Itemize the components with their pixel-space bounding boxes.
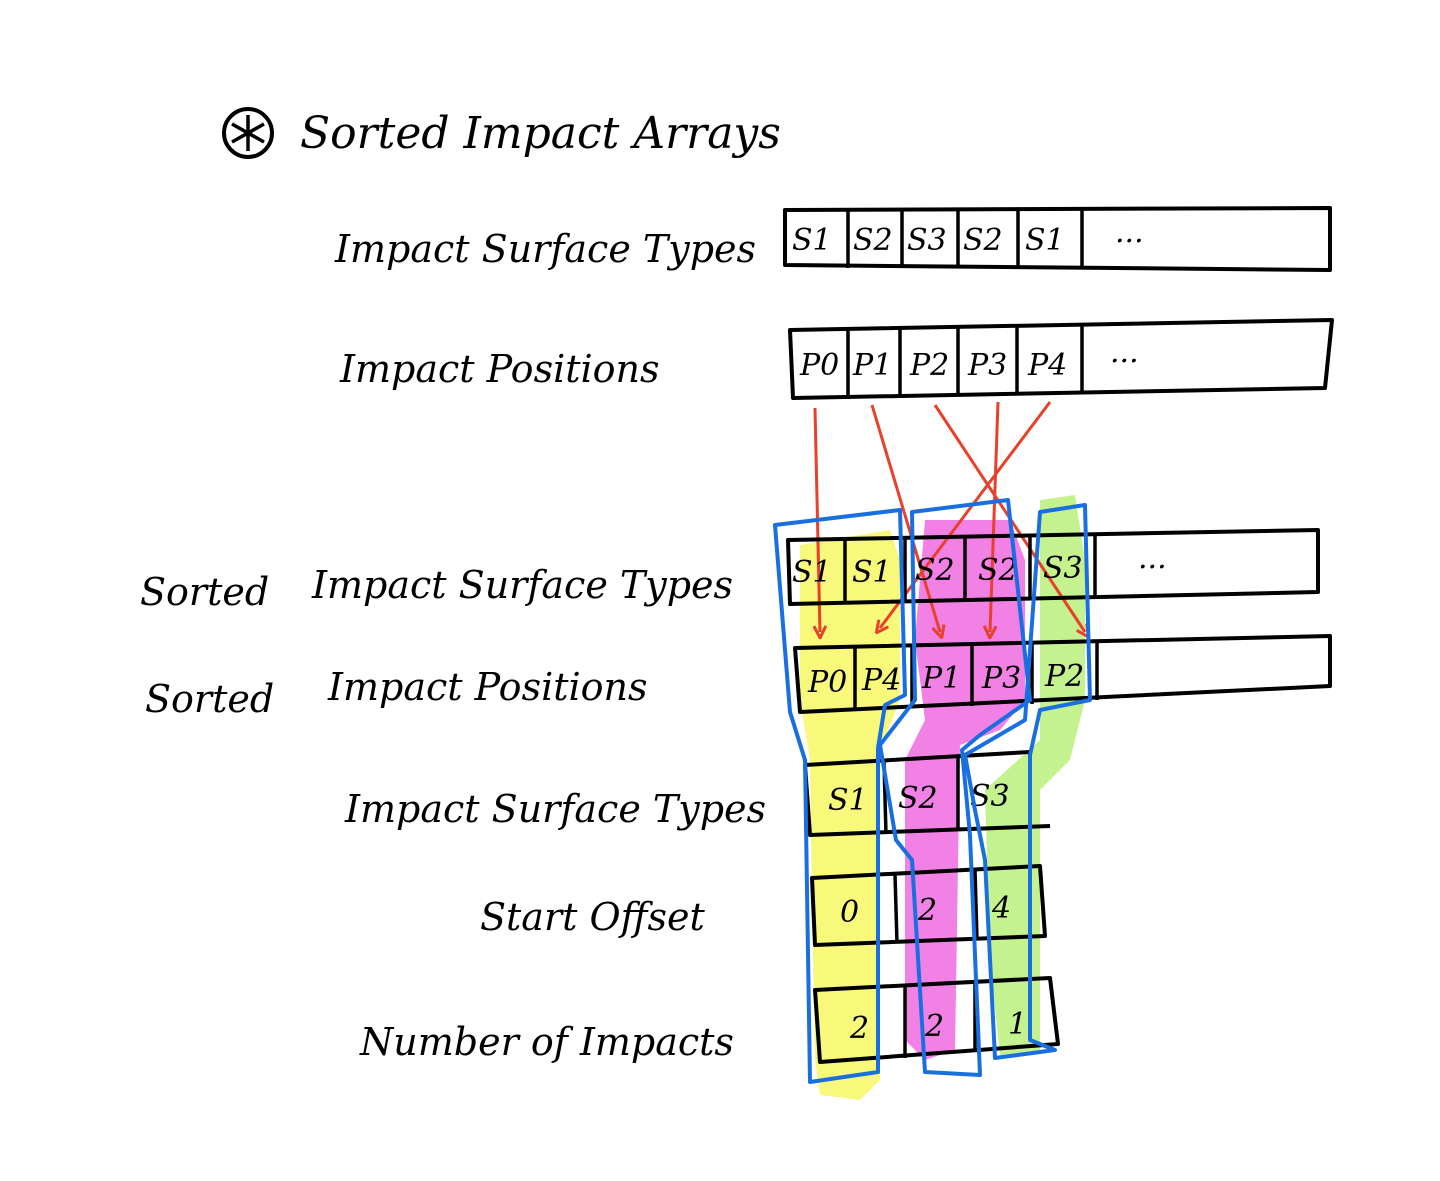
label-impact-surface-types: Impact Surface Types <box>334 227 756 271</box>
array-sorted-impact-surface-types: S1 S1 S2 S2 S3 ... <box>786 528 1320 606</box>
s2-group-outline <box>878 498 1032 1077</box>
noi-cell-1: 2 <box>924 1009 944 1044</box>
ist-cell-1: S2 <box>853 223 893 258</box>
s1-yellow-highlight <box>800 530 900 1100</box>
sist-cell-1: S1 <box>852 555 892 590</box>
sist-cell-0: S1 <box>792 555 832 590</box>
ip-cell-1: P1 <box>852 348 892 383</box>
ist-cell-2: S3 <box>907 223 947 258</box>
noi-cell-0: 2 <box>849 1011 869 1046</box>
highlight-group-s3 <box>985 495 1085 1055</box>
ist-cell-0: S1 <box>792 223 832 258</box>
label-impact-positions: Impact Positions <box>339 347 660 391</box>
label-sorted-impact-surface-types: Impact Surface Types <box>311 563 733 607</box>
group-outlines <box>773 498 1092 1084</box>
label-start-offset: Start Offset <box>480 895 706 939</box>
ist-cell-4: S1 <box>1025 223 1065 258</box>
s2-magenta-highlight <box>905 520 1025 1060</box>
array-impact-surface-types: S1 S2 S3 S2 S1 ... <box>783 206 1332 272</box>
so-cell-0: 0 <box>840 895 859 930</box>
sip-cell-1: P4 <box>861 663 901 698</box>
so-cell-2: 4 <box>991 891 1011 926</box>
sist-cell-3: S2 <box>978 553 1018 588</box>
ip-cell-2: P2 <box>909 348 949 383</box>
asterisk-circle-icon <box>222 107 274 159</box>
arrow-p1 <box>870 404 940 632</box>
ip-cell-3: P3 <box>967 348 1007 383</box>
array-impact-positions: P0 P1 P2 P3 P4 ... <box>788 318 1334 400</box>
sip-cell-3: P3 <box>981 661 1021 696</box>
ist-cell-ellipsis: ... <box>1115 215 1144 250</box>
sist-cell-ellipsis: ... <box>1138 541 1167 576</box>
array-number-of-impacts: 2 2 1 <box>813 976 1060 1064</box>
array-start-offset: 0 2 4 <box>810 864 1047 947</box>
s1-group-outline <box>773 508 907 1084</box>
label-group-impact-surface-types: Impact Surface Types <box>344 787 766 831</box>
page-title: Sorted Impact Arrays <box>300 108 781 159</box>
title-row: Sorted Impact Arrays <box>222 107 781 159</box>
gst-cell-0: S1 <box>828 783 868 818</box>
ip-cell-0: P0 <box>799 348 839 383</box>
asterisk-icon <box>231 115 265 151</box>
arrow-p3 <box>990 401 1000 632</box>
noi-cell-2: 1 <box>1008 1007 1027 1042</box>
array-sorted-impact-positions: P0 P4 P1 P3 P2 <box>793 634 1332 714</box>
sist-cell-2: S2 <box>915 553 955 588</box>
ip-cell-4: P4 <box>1027 348 1067 383</box>
label-sorted-impact-positions: Impact Positions <box>327 665 648 709</box>
highlight-group-s1 <box>800 530 900 1100</box>
highlight-group-s2 <box>905 520 1025 1060</box>
arrow-p4 <box>880 401 1052 628</box>
sip-cell-4: P2 <box>1044 659 1084 694</box>
ip-cell-ellipsis: ... <box>1110 335 1139 370</box>
ist-cell-3: S2 <box>963 223 1003 258</box>
s3-group-outline <box>963 503 1092 1060</box>
sip-cell-0: P0 <box>807 665 847 700</box>
label-sorted-2: Sorted <box>145 677 274 721</box>
s3-green-highlight <box>985 495 1085 1055</box>
label-sorted-1: Sorted <box>140 570 269 614</box>
sist-cell-4: S3 <box>1043 551 1083 586</box>
so-cell-1: 2 <box>917 893 937 928</box>
sip-cell-2: P1 <box>921 661 961 696</box>
gst-cell-1: S2 <box>898 781 938 816</box>
array-group-surface-types: S1 S2 S3 <box>803 750 1051 837</box>
label-number-of-impacts: Number of Impacts <box>359 1020 734 1064</box>
